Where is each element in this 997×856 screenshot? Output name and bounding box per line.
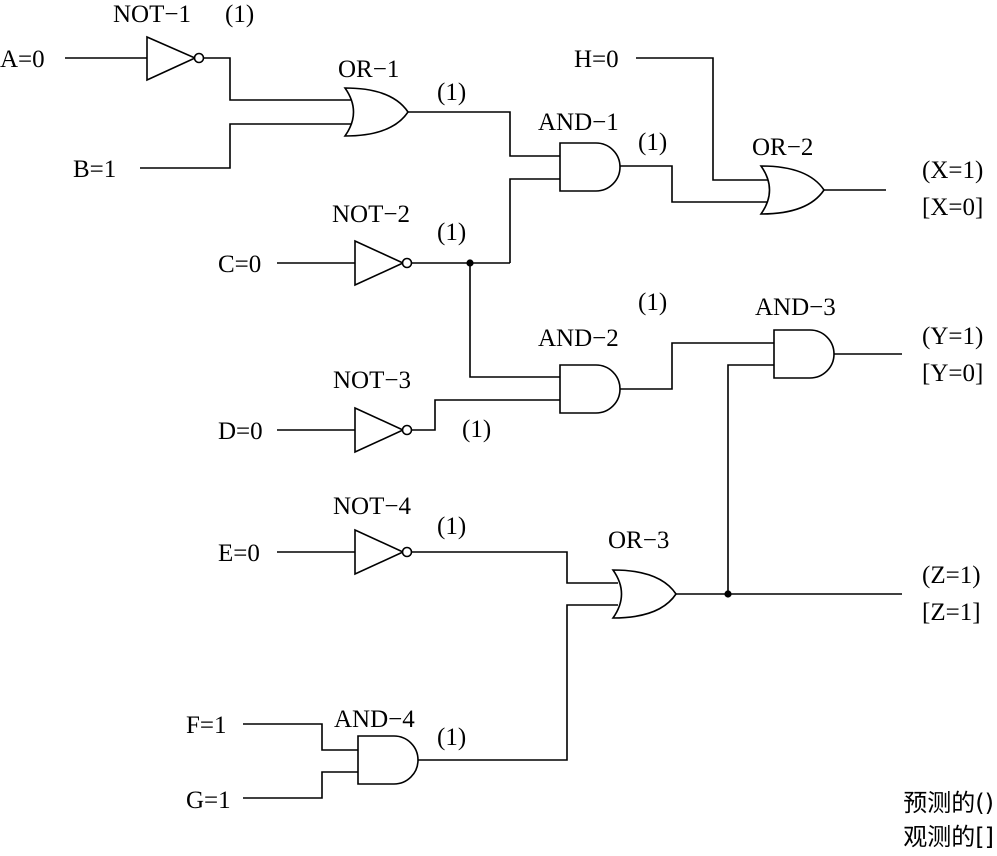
input-e-label: E=0 bbox=[218, 540, 260, 567]
output-x-predicted: (X=1) bbox=[922, 157, 983, 184]
wire-and2-and3 bbox=[620, 342, 774, 390]
gate-and1-label: AND−1 bbox=[538, 109, 619, 136]
not3-gate bbox=[354, 406, 413, 454]
gate-or3-label: OR−3 bbox=[608, 527, 669, 554]
or2-gate bbox=[759, 165, 825, 215]
gate-and3-label: AND−3 bbox=[755, 294, 836, 321]
gate-not1-label: NOT−1 bbox=[113, 1, 191, 28]
junction-dot-z bbox=[724, 590, 732, 598]
and2-gate bbox=[559, 364, 621, 414]
gate-not2-label: NOT−2 bbox=[332, 201, 410, 228]
wire-and4-or3 bbox=[418, 604, 618, 761]
junction-dot-c bbox=[466, 259, 474, 267]
signal-not3-out: (1) bbox=[462, 416, 491, 443]
gate-and2-label: AND−2 bbox=[538, 325, 619, 352]
signal-not4-out: (1) bbox=[437, 513, 466, 540]
wire-not1-or1 bbox=[204, 57, 352, 101]
input-b-label: B=1 bbox=[73, 156, 116, 183]
input-g-label: G=1 bbox=[186, 787, 231, 814]
output-x-observed: [X=0] bbox=[922, 194, 983, 221]
output-z-predicted: (Z=1) bbox=[922, 562, 981, 589]
gate-and4-label: AND−4 bbox=[334, 706, 415, 733]
gate-or1-label: OR−1 bbox=[338, 56, 399, 83]
wire-b-or1 bbox=[140, 123, 352, 169]
wire-h-or2 bbox=[636, 57, 768, 181]
legend-predicted: 预测的() bbox=[903, 789, 994, 817]
wires bbox=[65, 57, 902, 799]
input-c-label: C=0 bbox=[218, 251, 261, 278]
signal-or1-out: (1) bbox=[437, 79, 466, 106]
wire-g-and4 bbox=[243, 771, 358, 799]
signal-and1-out: (1) bbox=[638, 129, 667, 156]
signal-and2-out: (1) bbox=[638, 289, 667, 316]
input-d-label: D=0 bbox=[218, 418, 263, 445]
gate-or2-label: OR−2 bbox=[752, 134, 813, 161]
and3-gate bbox=[773, 329, 835, 379]
and4-gate bbox=[357, 735, 419, 785]
wire-junction-and2 bbox=[469, 263, 560, 378]
signal-not1-out: (1) bbox=[225, 1, 254, 28]
not4-gate bbox=[354, 528, 413, 576]
signal-not2-out: (1) bbox=[437, 219, 466, 246]
wire-not3-and2 bbox=[412, 399, 560, 431]
output-y-predicted: (Y=1) bbox=[922, 323, 983, 350]
signal-and4-out: (1) bbox=[437, 724, 466, 751]
input-a-label: A=0 bbox=[0, 46, 45, 73]
input-f-label: F=1 bbox=[186, 712, 227, 739]
legend-observed: 观测的[] bbox=[903, 823, 994, 851]
input-h-label: H=0 bbox=[574, 46, 619, 73]
gate-not4-label: NOT−4 bbox=[333, 493, 411, 520]
gate-not3-label: NOT−3 bbox=[333, 367, 411, 394]
not1-gate bbox=[146, 35, 205, 82]
wire-not4-or3 bbox=[412, 551, 618, 584]
not2-gate bbox=[354, 239, 413, 287]
or3-gate bbox=[611, 569, 677, 619]
wire-junction-and1 bbox=[509, 178, 560, 263]
wire-or1-and1 bbox=[408, 111, 560, 157]
output-y-observed: [Y=0] bbox=[922, 360, 983, 387]
or1-gate bbox=[343, 87, 409, 137]
and1-gate bbox=[559, 142, 621, 192]
wire-and1-or2 bbox=[620, 165, 768, 203]
wire-f-and4 bbox=[243, 723, 358, 751]
wire-z-branch-and3 bbox=[727, 364, 774, 594]
output-z-observed: [Z=1] bbox=[922, 599, 981, 626]
